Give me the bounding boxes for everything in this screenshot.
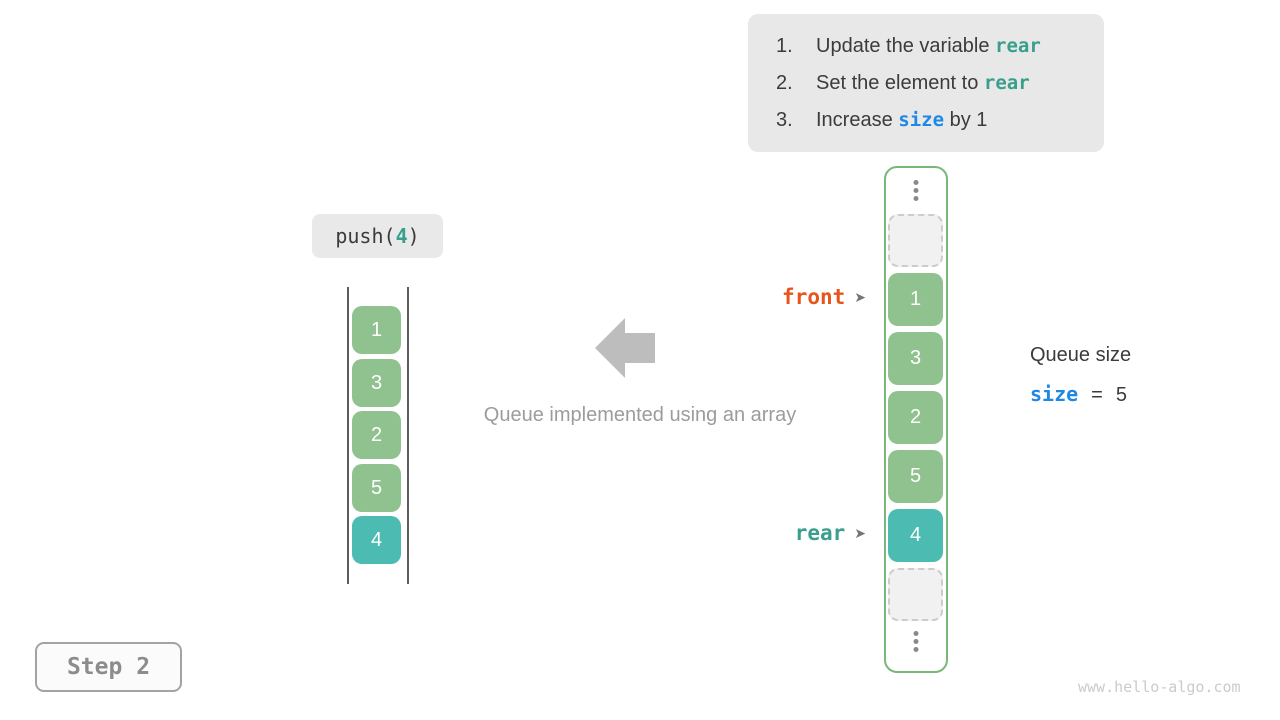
vertical-ellipsis-icon <box>913 180 919 201</box>
instructions-panel: 1. Update the variable rear 2. Set the e… <box>748 14 1104 152</box>
array-cell: 3 <box>888 332 943 385</box>
queue-left-wall <box>347 287 349 584</box>
push-function-text: push( <box>335 224 396 248</box>
equals-sign: = <box>1091 384 1103 406</box>
instruction-step-2: 2. Set the element to rear <box>776 68 1104 99</box>
step-text: Increase size by 1 <box>816 108 988 131</box>
instruction-step-1: 1. Update the variable rear <box>776 31 1104 62</box>
step-number: 3. <box>776 108 793 131</box>
front-pointer: front ➤ <box>770 285 866 309</box>
watermark: www.hello-algo.com <box>1078 678 1241 696</box>
push-call-label: push(4) <box>312 214 443 258</box>
queue-size-block: Queue size size = 5 <box>1030 344 1131 407</box>
code-token-rear: rear <box>983 71 1030 94</box>
diagram-caption: Queue implemented using an array <box>483 404 797 426</box>
step-text: Update the variable rear <box>816 34 1041 57</box>
array-cell-new: 4 <box>888 509 943 562</box>
code-token-size: size <box>898 108 945 131</box>
queue-item: 5 <box>352 464 401 512</box>
array-cell: 5 <box>888 450 943 503</box>
size-value: 5 <box>1115 384 1127 406</box>
vertical-ellipsis-icon <box>913 631 919 652</box>
step-text: Set the element to rear <box>816 71 1030 94</box>
array-cell: 2 <box>888 391 943 444</box>
step-number: 1. <box>776 34 793 57</box>
pointer-arrow-icon: ➤ <box>854 289 866 305</box>
queue-size-title: Queue size <box>1030 344 1132 366</box>
rear-pointer: rear ➤ <box>770 521 866 545</box>
arrow-left-icon <box>595 318 655 378</box>
queue-item-new: 4 <box>352 516 401 564</box>
queue-size-value-line: size = 5 <box>1030 382 1131 407</box>
array-cell-empty <box>888 214 943 267</box>
push-close-paren: ) <box>407 224 420 248</box>
queue-item: 1 <box>352 306 401 354</box>
rear-pointer-label: rear <box>794 521 846 545</box>
pointer-arrow-icon: ➤ <box>854 525 866 541</box>
queue-item: 3 <box>352 359 401 407</box>
instruction-step-3: 3. Increase size by 1 <box>776 105 1104 136</box>
step-number: 2. <box>776 71 793 94</box>
size-variable: size <box>1030 382 1079 406</box>
array-container: 1 3 2 5 4 <box>884 166 948 673</box>
queue-right-wall <box>407 287 409 584</box>
code-token-rear: rear <box>995 34 1041 57</box>
array-cell-empty <box>888 568 943 621</box>
step-badge: Step 2 <box>35 642 182 692</box>
queue-item: 2 <box>352 411 401 459</box>
push-argument: 4 <box>395 224 408 248</box>
front-pointer-label: front <box>782 285 846 309</box>
array-cell: 1 <box>888 273 943 326</box>
